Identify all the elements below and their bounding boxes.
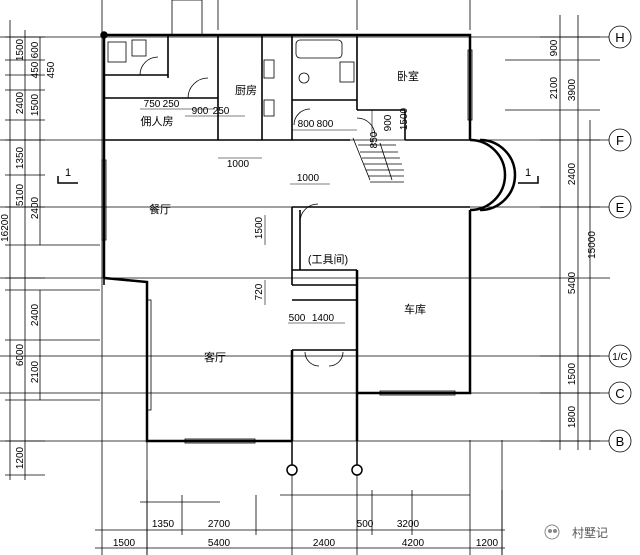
room-servant: 佣人房 bbox=[141, 115, 174, 128]
dim-bottom-500: 500 bbox=[357, 519, 374, 530]
room-living: 客厅 bbox=[204, 350, 226, 364]
bath-fixtures bbox=[107, 39, 355, 117]
axis-label-c: C bbox=[615, 386, 624, 401]
interior-dimension-lines bbox=[140, 108, 373, 324]
axis-label-e: E bbox=[616, 200, 625, 215]
dim-left-16200: 16200 bbox=[0, 214, 11, 242]
dim-left-1200: 1200 bbox=[15, 446, 26, 469]
dim-int-720: 720 bbox=[254, 283, 265, 300]
room-bedroom: 卧室 bbox=[397, 69, 419, 83]
axis-label-h: H bbox=[615, 30, 624, 45]
room-kitchen: 厨房 bbox=[235, 84, 257, 97]
dim-left-6000: 6000 bbox=[15, 343, 26, 366]
columns bbox=[100, 31, 363, 476]
dim-left-2100: 2100 bbox=[30, 360, 41, 383]
dim-int-250a: 250 bbox=[163, 99, 180, 110]
dim-left-2400a: 2400 bbox=[15, 91, 26, 114]
watermark: 村墅记 bbox=[544, 524, 608, 540]
dim-left-2400c: 2400 bbox=[30, 303, 41, 326]
dim-bottom-3200: 3200 bbox=[397, 519, 420, 530]
dim-int-250b: 250 bbox=[213, 106, 230, 117]
dim-bottom-1350: 1350 bbox=[152, 519, 175, 530]
room-dining: 餐厅 bbox=[149, 202, 171, 216]
dim-left-600: 600 bbox=[30, 41, 41, 58]
dim-bottom-1200: 1200 bbox=[476, 538, 499, 549]
axis-label-b: B bbox=[616, 434, 625, 449]
dim-int-800a: 800 bbox=[298, 119, 315, 130]
dim-int-900b: 900 bbox=[383, 114, 394, 131]
right-dimension-lines bbox=[505, 15, 600, 450]
room-tool: (工具间) bbox=[308, 253, 348, 266]
dim-bottom-4200: 4200 bbox=[402, 538, 425, 549]
interior-walls bbox=[103, 35, 470, 351]
room-garage: 车库 bbox=[404, 302, 426, 316]
dim-right-3900: 3900 bbox=[567, 78, 578, 101]
dim-int-1000a: 1000 bbox=[227, 159, 250, 170]
section-mark-left: 1 bbox=[65, 167, 71, 179]
dim-int-900: 900 bbox=[192, 106, 209, 117]
dim-left-2400b: 2400 bbox=[30, 196, 41, 219]
dim-int-800b: 800 bbox=[317, 119, 334, 130]
dim-right-1500: 1500 bbox=[567, 362, 578, 385]
interior-dimension-text: 750 250 900 250 1000 800 800 850 900 150… bbox=[144, 99, 410, 324]
exterior-walls bbox=[102, 33, 517, 443]
dim-right-5400: 5400 bbox=[567, 271, 578, 294]
dim-int-850: 850 bbox=[369, 131, 380, 148]
dim-left-450a: 450 bbox=[30, 61, 41, 78]
dim-int-500: 500 bbox=[289, 313, 306, 324]
section-mark-right: 1 bbox=[525, 167, 531, 179]
dim-int-1500: 1500 bbox=[399, 107, 410, 130]
watermark-text: 村墅记 bbox=[572, 526, 608, 540]
dim-bottom-5400: 5400 bbox=[208, 538, 231, 549]
axis-label-1c: 1/C bbox=[612, 352, 628, 363]
axis-bubbles bbox=[608, 25, 632, 453]
stairs bbox=[352, 137, 404, 183]
dim-bottom-1500: 1500 bbox=[113, 538, 136, 549]
dim-int-1000b: 1000 bbox=[297, 173, 320, 184]
bottom-dimension-text: 1350 2700 500 3200 1500 5400 2400 4200 1… bbox=[113, 519, 499, 549]
dim-right-2400: 2400 bbox=[567, 162, 578, 185]
dim-right-1800: 1800 bbox=[567, 405, 578, 428]
dim-right-15000: 15000 bbox=[587, 231, 598, 259]
section-marks bbox=[57, 176, 539, 184]
dim-left-5100: 5100 bbox=[15, 183, 26, 206]
dim-left-1500b: 1500 bbox=[30, 93, 41, 116]
dim-right-2100: 2100 bbox=[549, 76, 560, 99]
axis-label-f: F bbox=[616, 133, 624, 148]
dim-left-450b: 450 bbox=[46, 61, 57, 78]
door-swings bbox=[139, 56, 376, 367]
right-dimension-text: 900 2100 3900 2400 5400 15000 1500 1800 bbox=[549, 39, 598, 428]
dim-int-1400: 1400 bbox=[312, 313, 335, 324]
dim-bottom-2700: 2700 bbox=[208, 519, 231, 530]
dim-left-1500a: 1500 bbox=[15, 38, 26, 61]
dim-bottom-2400: 2400 bbox=[313, 538, 336, 549]
windows bbox=[101, 0, 473, 444]
bottom-dimension-lines bbox=[95, 480, 505, 555]
dim-int-1500b: 1500 bbox=[254, 216, 265, 239]
left-dimension-text: 1500 600 450 450 2400 1500 1350 5100 240… bbox=[0, 38, 57, 469]
room-labels: 佣人房 厨房 卧室 餐厅 (工具间) 车库 客厅 bbox=[141, 69, 427, 364]
dim-left-1350: 1350 bbox=[15, 146, 26, 169]
dim-int-750: 750 bbox=[144, 99, 161, 110]
left-dimension-lines bbox=[5, 20, 100, 480]
dim-right-900: 900 bbox=[549, 39, 560, 56]
